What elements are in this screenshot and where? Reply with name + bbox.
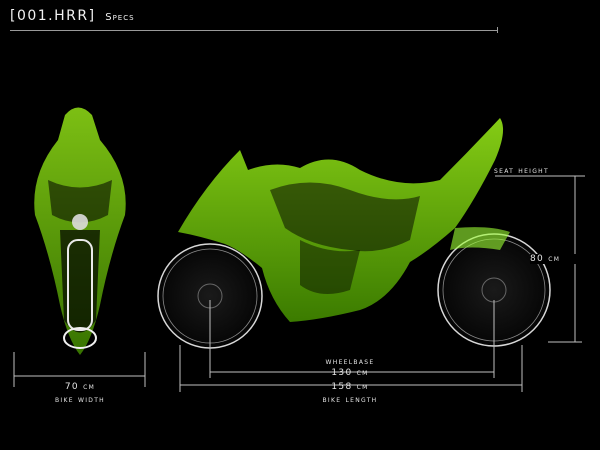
seat-height-value: 80 cm [530, 254, 590, 264]
wheelbase-value: 130 cm [331, 368, 369, 378]
bike-width-label: bike width [55, 395, 105, 405]
bike-length-label: bike length [322, 395, 378, 405]
seat-height-label: seat height [494, 166, 549, 176]
bike-length-value: 158 cm [331, 382, 369, 392]
front-view [34, 107, 126, 355]
title-divider-tick [497, 27, 498, 33]
model-code: [001.HRR] [10, 8, 96, 24]
side-view [157, 118, 551, 349]
section-label: Specs [105, 12, 135, 23]
wheelbase-label: wheelbase [325, 357, 375, 367]
title-divider [10, 30, 498, 31]
bike-width-value: 70 cm [64, 382, 96, 392]
spec-title: [001.HRR] Specs [10, 8, 135, 24]
